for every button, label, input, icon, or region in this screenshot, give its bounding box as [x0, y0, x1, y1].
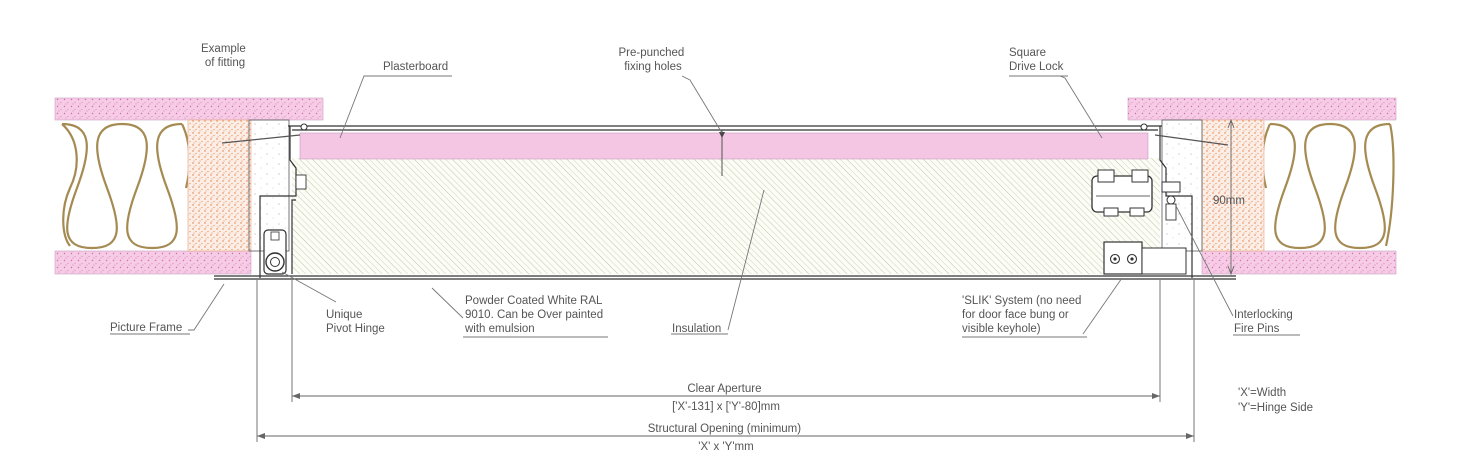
slik-system-label: 'SLIK' System (no need for door face bun…: [962, 295, 1085, 335]
right-plasterboard-bottom: [1201, 250, 1397, 275]
pivot-hinge-label: Unique Pivot Hinge: [326, 309, 385, 335]
right-wall: [1127, 97, 1397, 275]
access-panel: [214, 123, 1236, 280]
picture-frame-label: Picture Frame: [110, 322, 182, 334]
interlocking-fire-pins: [1161, 181, 1181, 221]
right-insulation-roll: [1261, 122, 1395, 250]
clear-aperture-label: Clear Aperture ['X'-131] x ['Y'-80]mm: [672, 383, 780, 413]
leader-lines: [110, 75, 1300, 338]
square-drive-lock: [1091, 169, 1153, 217]
slik-system-lock: [1103, 241, 1187, 275]
fire-pins-label: Interlocking Fire Pins: [1234, 309, 1296, 335]
plasterboard-label: Plasterboard: [383, 61, 448, 73]
right-timber-stud: [1201, 119, 1265, 252]
clear-aperture-dimension: [291, 280, 1161, 402]
insulation-core: [292, 158, 1160, 274]
insulation-label: Insulation: [672, 323, 721, 335]
depth-dimension: 90mm: [1213, 118, 1245, 276]
left-plasterboard-bottom: [54, 250, 252, 275]
pivot-hinge: [263, 229, 287, 275]
left-plasterboard-top: [54, 97, 324, 121]
structural-opening-dimension: [256, 280, 1195, 442]
right-plasterboard-top: [1127, 97, 1397, 121]
labels: Example of fitting Plasterboard Pre-punc…: [110, 43, 1313, 453]
left-wall-screw: [221, 134, 301, 144]
right-wall-screw: [1154, 134, 1229, 146]
powder-coated-label: Powder Coated White RAL 9010. Can be Ove…: [464, 295, 606, 335]
pre-punched-label: Pre-punched fixing holes: [618, 47, 687, 73]
dimension-legend: 'X'=Width 'Y'=Hinge Side: [1238, 387, 1313, 414]
left-timber-stud: [187, 119, 252, 252]
example-of-fitting-label: Example of fitting: [201, 43, 249, 69]
square-drive-lock-label: Square Drive Lock: [1009, 47, 1064, 73]
left-wall: [54, 97, 324, 275]
structural-opening-label: Structural Opening (minimum) 'X' x 'Y'mm: [648, 423, 805, 453]
left-insulation-roll: [61, 122, 191, 250]
depth-label: 90mm: [1213, 195, 1245, 207]
panel-plasterboard: [299, 132, 1149, 160]
